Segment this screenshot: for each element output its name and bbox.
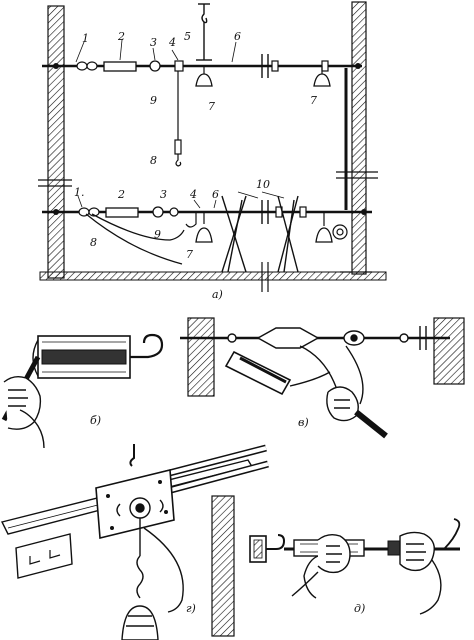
callout-5: 5 <box>184 30 191 43</box>
callout-leaders <box>75 39 285 209</box>
hand-left-d <box>291 533 351 599</box>
callout-2-top: 2 <box>117 30 125 43</box>
sagging-rope <box>85 213 183 265</box>
wall-bolt <box>53 209 59 215</box>
hanging-bell-assembly <box>121 518 184 640</box>
end-hook-d <box>443 518 461 550</box>
pipe-pair <box>155 462 269 496</box>
pipe-break-mark <box>261 54 269 78</box>
panel-d-hook-tightening: д) <box>249 518 461 615</box>
clamp-wing-nut <box>116 497 164 519</box>
turnbuckle-v <box>227 327 409 349</box>
hanging-bell-lower-right <box>315 212 333 243</box>
shackle-link <box>76 61 88 71</box>
callout-7-right-top: 7 <box>310 94 317 107</box>
callout-7-bottom: 7 <box>186 248 193 261</box>
hand-pulling <box>326 386 388 439</box>
clamp-ring <box>152 206 164 218</box>
right-wall-v <box>433 317 465 385</box>
callout-3-bottom: 3 <box>160 188 167 201</box>
tension-tool <box>224 345 364 405</box>
top-hook <box>129 444 135 467</box>
left-wall-v <box>187 317 215 397</box>
panel-a-scaffold-diagram: 1 2 3 4 5 6 7 7 9 8 1. 2 3 4 6 10 8 9 7 … <box>38 1 387 301</box>
cable-coil <box>332 224 348 240</box>
coupling-sleeve <box>299 206 307 218</box>
upper-pipeline <box>42 3 362 167</box>
callout-6-bottom: 6 <box>212 188 219 201</box>
pipe-break-mark <box>261 200 269 224</box>
panel-v-caption: в) <box>298 416 309 429</box>
panel-a-caption: а) <box>212 288 223 301</box>
left-wall <box>47 5 65 279</box>
trestle-supports <box>221 195 299 273</box>
wall-section-g <box>211 495 235 637</box>
turnbuckle-thread <box>41 349 127 365</box>
panel-b-turnbuckle-detail: б) <box>1 333 164 449</box>
tensioner-turnbuckle <box>103 61 137 72</box>
panel-g-caption: г) <box>186 602 196 615</box>
shackle-link <box>88 207 100 217</box>
tensioner-turnbuckle <box>105 207 139 218</box>
coupling-sleeve <box>174 60 184 72</box>
panel-d-caption: д) <box>354 602 365 615</box>
callout-4-bottom: 4 <box>189 188 197 201</box>
small-hook <box>185 212 197 228</box>
panel-g-bracket-detail: г) <box>0 444 269 640</box>
clamp-ring <box>149 60 161 72</box>
hook-end <box>130 333 164 359</box>
wall-hook-d <box>266 534 286 550</box>
hand-right-d <box>399 531 442 615</box>
left-end-cap <box>32 339 39 377</box>
clamp-ring <box>169 207 179 217</box>
pipe-break-mark <box>419 326 427 350</box>
callout-6-top: 6 <box>234 30 241 43</box>
wall-bolt <box>355 63 361 69</box>
callout-9-top: 9 <box>150 94 157 107</box>
wall-break-marks <box>38 171 378 273</box>
floor-break-mark <box>261 262 269 292</box>
callout-8-bottom: 8 <box>90 236 97 249</box>
callout-9-bottom: 9 <box>154 228 161 241</box>
hanging-chain-with-hook <box>174 71 182 167</box>
callout-1-top: 1 <box>82 32 89 45</box>
callout-2-bottom: 2 <box>117 188 125 201</box>
hanging-bell-left <box>195 66 213 87</box>
wall-bolt <box>361 209 367 215</box>
coupling-sleeve <box>271 60 279 72</box>
callout-1-bottom: 1. <box>74 186 85 199</box>
floor-slab <box>39 271 387 281</box>
wall-bolt <box>53 63 59 69</box>
callout-7-left-top: 7 <box>208 100 215 113</box>
sagging-rope <box>91 213 185 241</box>
hand-with-wrench <box>1 355 45 449</box>
panel-b-caption: б) <box>90 414 101 427</box>
hanging-bell-right <box>313 66 331 87</box>
callout-8-top: 8 <box>150 154 157 167</box>
shackle-link <box>86 61 98 71</box>
lower-pipeline <box>42 195 372 273</box>
small-bracket-plate <box>15 533 73 579</box>
ceiling-hook-tee <box>196 3 212 61</box>
callout-3-top: 3 <box>150 36 157 49</box>
callout-10: 10 <box>256 178 270 191</box>
body-hatching <box>42 341 126 373</box>
callout-4-top: 4 <box>168 36 176 49</box>
right-wall <box>351 1 367 275</box>
panel-v-tensioning-detail: в) <box>180 317 465 439</box>
hanging-bell-lower-left <box>195 212 213 243</box>
coupling-sleeve <box>321 60 329 72</box>
